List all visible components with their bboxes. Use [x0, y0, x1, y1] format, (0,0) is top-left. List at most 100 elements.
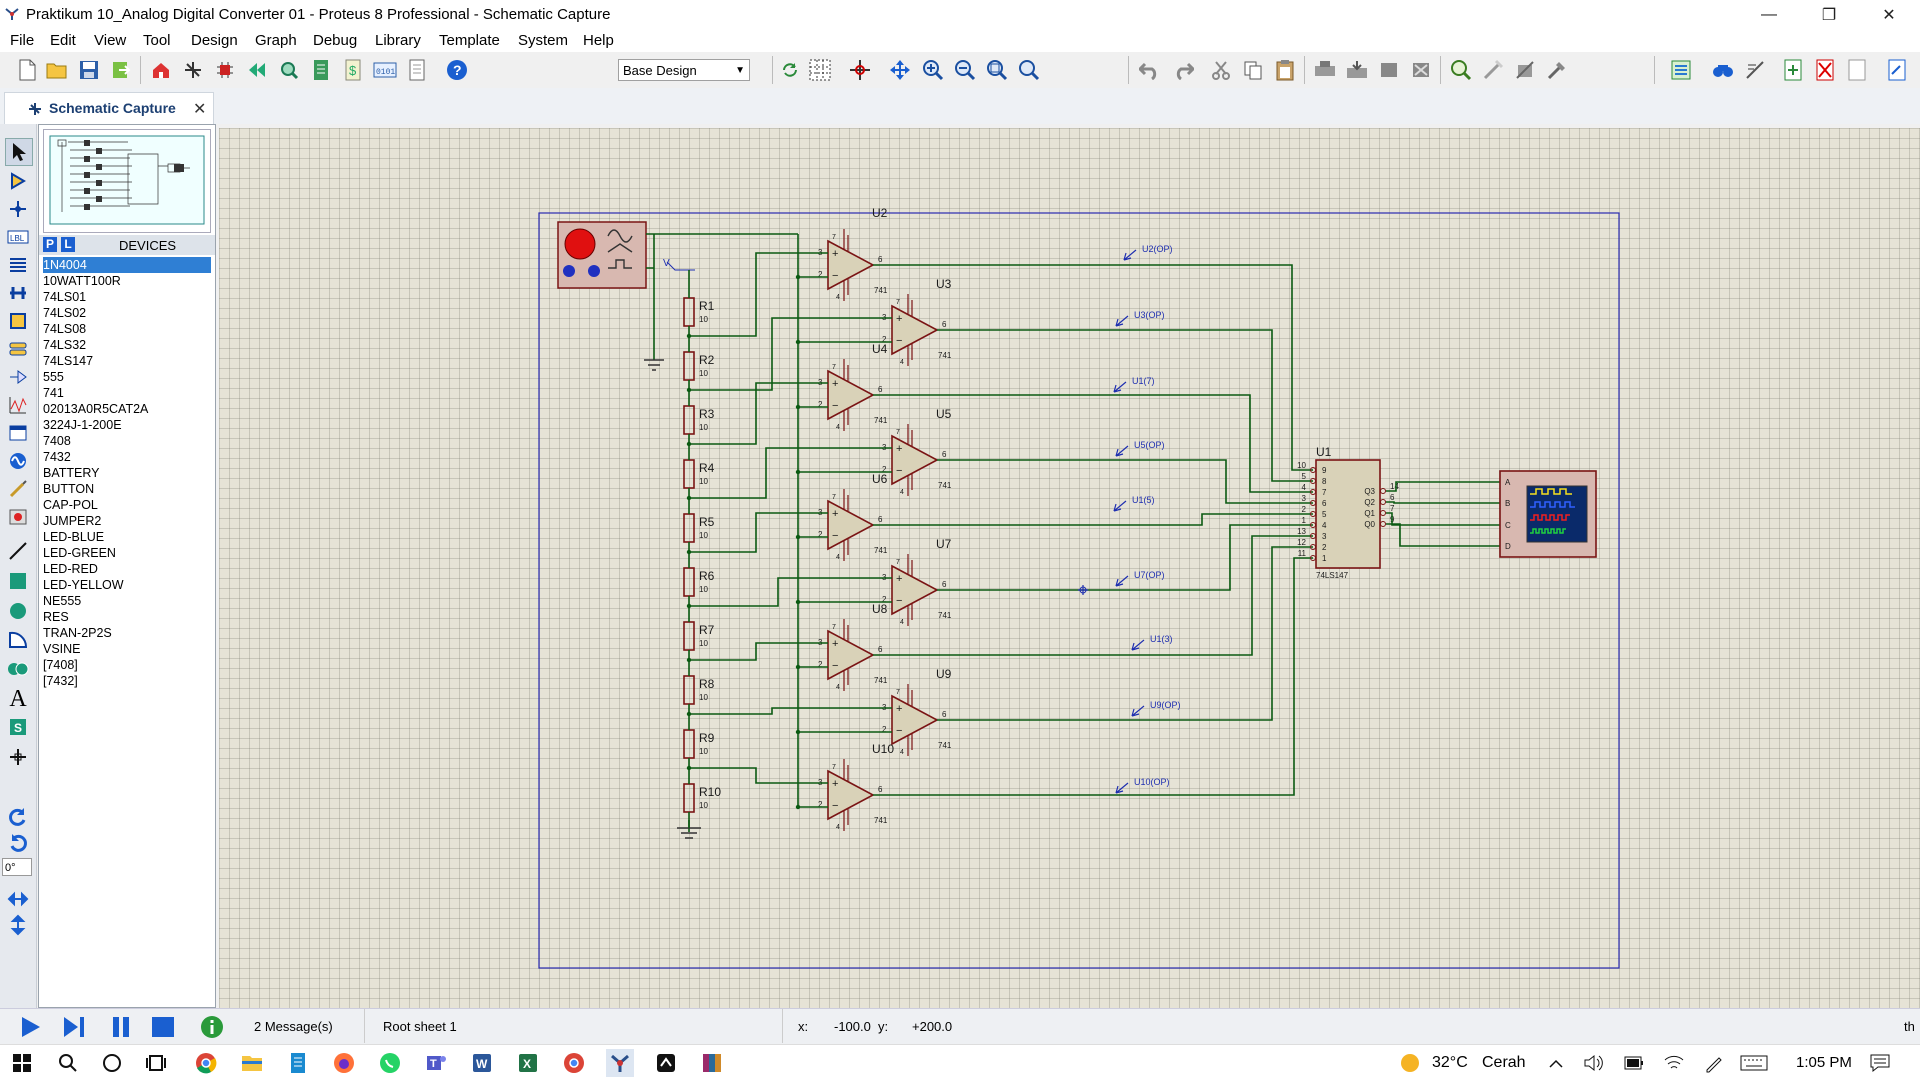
path-tool-icon[interactable] [5, 656, 31, 682]
device-item[interactable]: 555 [43, 370, 64, 384]
menu-design[interactable]: Design [191, 32, 238, 49]
device-item[interactable]: 3224J-1-200E [43, 418, 122, 432]
component-mode-icon[interactable] [5, 168, 31, 194]
circle-tool-icon[interactable] [5, 598, 31, 624]
firefox-icon[interactable] [330, 1049, 358, 1077]
file-manager-icon[interactable] [284, 1049, 312, 1077]
device-pin-mode-icon[interactable] [5, 364, 31, 390]
menu-help[interactable]: Help [583, 32, 614, 49]
device-item[interactable]: 74LS32 [43, 338, 87, 352]
battery-icon[interactable] [1620, 1049, 1648, 1077]
junction-mode-icon[interactable] [5, 196, 31, 222]
word-icon[interactable]: W [468, 1049, 496, 1077]
netlist-icon[interactable] [180, 57, 206, 83]
capcut-icon[interactable] [652, 1049, 680, 1077]
device-item[interactable]: LED-RED [43, 562, 98, 576]
menu-file[interactable]: File [10, 32, 35, 49]
device-item[interactable]: LED-GREEN [43, 546, 116, 560]
overview-window[interactable] [43, 129, 211, 233]
pen-icon[interactable] [1700, 1049, 1728, 1077]
chrome-profile-icon[interactable] [560, 1049, 588, 1077]
subcircuit-mode-icon[interactable] [5, 308, 31, 334]
search-tag-icon[interactable] [1710, 57, 1736, 83]
weather-temperature[interactable]: 32°C [1432, 1054, 1468, 1071]
virtual-instrument-icon[interactable] [5, 504, 31, 530]
device-item[interactable]: 02013A0R5CAT2A [43, 402, 149, 416]
keyboard-icon[interactable] [1740, 1049, 1768, 1077]
symbol-tool-icon[interactable]: S [5, 714, 31, 740]
chrome-icon[interactable] [192, 1049, 220, 1077]
mirror-vertical-icon[interactable] [5, 912, 31, 938]
cost-icon[interactable]: $ [340, 57, 366, 83]
pick-device-icon[interactable] [1448, 57, 1474, 83]
decompose-icon[interactable] [1544, 57, 1570, 83]
exit-to-parent-icon[interactable] [1844, 57, 1870, 83]
menu-view[interactable]: View [94, 32, 127, 49]
menu-debug[interactable]: Debug [313, 32, 358, 49]
library-manager-button[interactable]: L [61, 237, 75, 252]
zoom-icon[interactable] [276, 57, 302, 83]
device-item[interactable]: [7408] [43, 658, 78, 672]
device-item[interactable]: 74LS01 [43, 290, 87, 304]
block-delete-icon[interactable] [1408, 57, 1434, 83]
wifi-icon[interactable] [1660, 1049, 1688, 1077]
cortana-icon[interactable] [98, 1049, 126, 1077]
marker-tool-icon[interactable] [5, 744, 31, 770]
device-item[interactable]: 7432 [43, 450, 71, 464]
import-icon[interactable] [108, 57, 134, 83]
delete-sheet-icon[interactable] [1812, 57, 1838, 83]
task-view-icon[interactable] [142, 1049, 170, 1077]
zoom-out-icon[interactable] [952, 57, 978, 83]
bom-icon[interactable] [308, 57, 334, 83]
home-icon[interactable] [148, 57, 174, 83]
block-move-icon[interactable] [1344, 57, 1370, 83]
help-icon[interactable]: ? [444, 57, 470, 83]
weather-condition[interactable]: Cerah [1482, 1054, 1526, 1071]
device-item[interactable]: 74LS02 [43, 306, 87, 320]
menu-edit[interactable]: Edit [50, 32, 76, 49]
bus-mode-icon[interactable] [5, 280, 31, 306]
device-item[interactable]: 74LS08 [43, 322, 87, 336]
new-file-icon[interactable] [14, 57, 40, 83]
block-rotate-icon[interactable] [1376, 57, 1402, 83]
design-select[interactable]: Base Design▼ [618, 59, 750, 81]
open-folder-icon[interactable] [44, 57, 70, 83]
chevron-up-icon[interactable] [1542, 1049, 1570, 1077]
device-item[interactable]: LED-BLUE [43, 530, 105, 544]
undo-icon[interactable] [1137, 57, 1163, 83]
binary-icon[interactable]: 0101 [372, 57, 398, 83]
winrar-icon[interactable] [698, 1049, 726, 1077]
rotation-angle-field[interactable]: 0° [2, 858, 32, 876]
generator-mode-icon[interactable] [5, 448, 31, 474]
back-icon[interactable] [244, 57, 270, 83]
file-explorer-icon[interactable] [238, 1049, 266, 1077]
minimize-button[interactable]: — [1761, 6, 1777, 23]
tape-recorder-icon[interactable] [5, 420, 31, 446]
report-icon[interactable] [404, 57, 430, 83]
pan-icon[interactable] [887, 57, 913, 83]
menu-template[interactable]: Template [439, 32, 500, 49]
device-item-1n4004[interactable]: 1N4004 [43, 257, 211, 273]
restore-button[interactable]: ❐ [1821, 7, 1837, 24]
device-item[interactable]: 74LS147 [43, 354, 94, 368]
device-item[interactable]: LED-YELLOW [43, 578, 124, 592]
device-item[interactable]: VSINE [43, 642, 81, 656]
pick-from-library-button[interactable]: P [43, 237, 57, 252]
device-item[interactable]: 10WATT100R [43, 274, 121, 288]
zoom-area-icon[interactable] [1016, 57, 1042, 83]
device-item[interactable]: 741 [43, 386, 64, 400]
zoom-in-icon[interactable] [920, 57, 946, 83]
menu-graph[interactable]: Graph [255, 32, 297, 49]
text-script-mode-icon[interactable] [5, 252, 31, 278]
teams-icon[interactable]: T [422, 1049, 450, 1077]
terminal-mode-icon[interactable] [5, 336, 31, 362]
refresh-icon[interactable] [777, 57, 803, 83]
menu-tool[interactable]: Tool [143, 32, 171, 49]
device-item[interactable]: 7408 [43, 434, 71, 448]
rotate-clockwise-icon[interactable] [5, 804, 31, 830]
paste-icon[interactable] [1272, 57, 1298, 83]
device-item[interactable]: TRAN-2P2S [43, 626, 112, 640]
block-copy-icon[interactable] [1312, 57, 1338, 83]
cut-icon[interactable] [1208, 57, 1234, 83]
